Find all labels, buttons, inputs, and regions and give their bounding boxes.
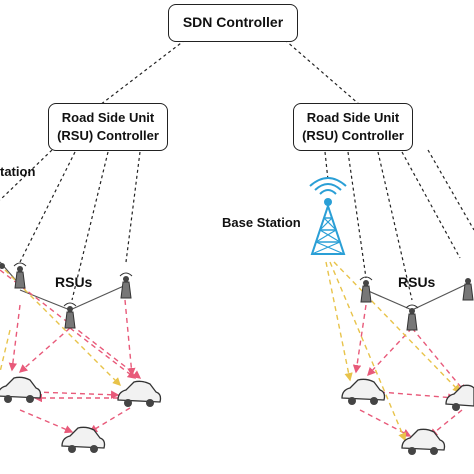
rsu-controller-left-line1: Road Side Unit — [61, 110, 155, 125]
car-icon — [61, 426, 106, 453]
rsu-antenna-icon — [359, 276, 373, 303]
car-icon — [401, 428, 446, 455]
right-rsu-wires — [365, 284, 466, 311]
base-station-left-label: tation — [0, 164, 36, 179]
rsu-controller-right-box: Road Side Unit (RSU) Controller — [293, 103, 413, 151]
car-icon — [117, 380, 162, 407]
rsu-antenna-icon — [462, 278, 474, 301]
car-icon — [341, 378, 386, 405]
base-station-tower-icon — [309, 177, 347, 255]
right-controller-links — [324, 149, 474, 301]
rsu-controller-right-line1: Road Side Unit — [306, 110, 400, 125]
sdn-controller-box: SDN Controller — [168, 4, 298, 42]
rsu-antenna-icon — [13, 262, 27, 289]
rsu-antenna-icon — [63, 302, 77, 329]
left-pink-links — [0, 269, 142, 434]
rsu-controller-left-box: Road Side Unit (RSU) Controller — [48, 103, 168, 151]
car-icon — [445, 384, 474, 411]
rsu-antenna-icon — [0, 263, 5, 269]
sdn-controller-label: SDN Controller — [182, 14, 284, 30]
rsu-controller-left-line2: (RSU) Controller — [57, 128, 159, 143]
rsus-right-label: RSUs — [398, 274, 436, 290]
rsu-controller-right-line2: (RSU) Controller — [302, 128, 404, 143]
left-yellow-links — [0, 269, 121, 386]
sdn-to-rsu-links — [99, 39, 361, 106]
rsu-antenna-icon — [405, 304, 419, 331]
rsus-left-label: RSUs — [55, 274, 93, 290]
right-yellow-links — [325, 261, 461, 442]
car-icon — [0, 376, 42, 403]
rsu-antenna-icon — [119, 272, 133, 299]
left-controller-links — [0, 149, 141, 301]
base-station-right-label: Base Station — [222, 215, 301, 230]
